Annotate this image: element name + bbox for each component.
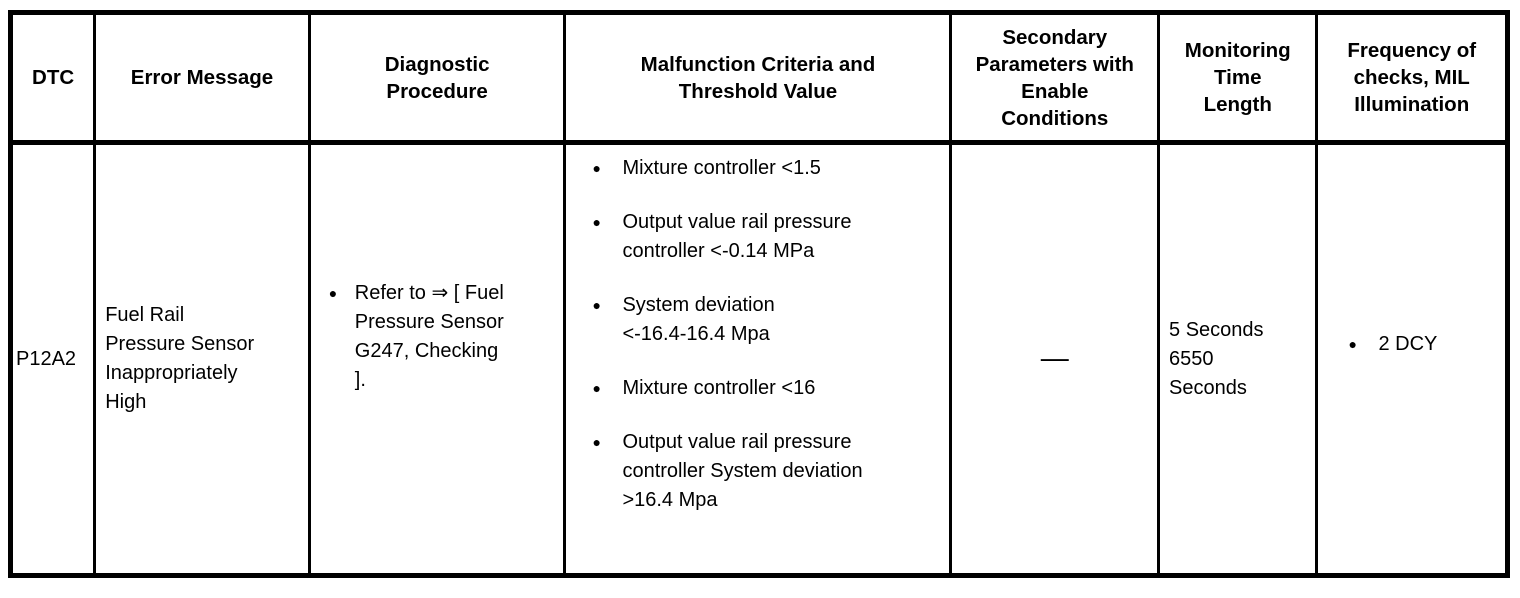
frequency-text: 2 DCY — [1378, 332, 1438, 355]
cell-frequency: ● 2 DCY — [1315, 141, 1509, 577]
col-header-diagnostic-procedure: Diagnostic Procedure — [307, 11, 567, 145]
col-header-dtc: DTC — [8, 11, 97, 145]
criterion-text: Mixture controller <1.5 — [622, 157, 821, 179]
criterion-text: Output value rail pressure controller <-… — [622, 211, 852, 262]
col-header-error-message: Error Message — [93, 11, 311, 145]
cell-monitoring-time: 5 Seconds 6550 Seconds — [1157, 141, 1319, 577]
bullet-icon: ● — [592, 380, 601, 396]
diagnostic-procedure-list: ● Refer to ⇒ [ Fuel Pressure Sensor G247… — [311, 279, 564, 395]
list-item: ● Output value rail pressure controller … — [566, 208, 949, 266]
list-item: ● Mixture controller <16 — [566, 374, 949, 403]
frequency-list: ● 2 DCY — [1318, 330, 1505, 359]
table-row: P12A2 Fuel Rail Pressure Sensor Inapprop… — [8, 141, 1509, 577]
bullet-icon: ● — [592, 297, 601, 313]
diagnostic-procedure-text: Refer to ⇒ [ Fuel Pressure Sensor G247, … — [354, 282, 504, 391]
table-body: P12A2 Fuel Rail Pressure Sensor Inapprop… — [8, 141, 1509, 577]
list-item: ● System deviation <-16.4-16.4 Mpa — [566, 291, 949, 349]
bullet-icon: ● — [592, 214, 601, 230]
col-header-malfunction-criteria: Malfunction Criteria and Threshold Value — [563, 11, 953, 145]
malfunction-criteria-list: ● Mixture controller <1.5 ● Output value… — [566, 154, 949, 515]
list-item: ● Output value rail pressure controller … — [566, 428, 949, 515]
bullet-icon: ● — [592, 160, 601, 176]
bullet-icon: ● — [328, 285, 338, 301]
header-row: DTC Error Message Diagnostic Procedure M… — [8, 11, 1509, 145]
col-header-frequency: Frequency of checks, MIL Illumination — [1315, 11, 1509, 145]
col-header-secondary-parameters: Secondary Parameters with Enable Conditi… — [949, 11, 1161, 145]
table-header: DTC Error Message Diagnostic Procedure M… — [8, 11, 1509, 145]
dtc-table: DTC Error Message Diagnostic Procedure M… — [8, 10, 1510, 578]
cell-malfunction-criteria: ● Mixture controller <1.5 ● Output value… — [563, 141, 953, 577]
bullet-icon: ● — [592, 434, 601, 450]
list-item: ● 2 DCY — [1318, 330, 1505, 359]
criterion-text: Output value rail pressure controller Sy… — [622, 431, 863, 511]
cell-secondary-parameters: — — [949, 141, 1161, 577]
list-item: ● Mixture controller <1.5 — [566, 154, 949, 183]
no-data-dash: — — [1040, 341, 1069, 373]
col-header-monitoring-time: Monitoring Time Length — [1157, 11, 1319, 145]
cell-dtc: P12A2 — [8, 141, 97, 577]
criterion-text: Mixture controller <16 — [622, 377, 816, 399]
cell-diagnostic-procedure: ● Refer to ⇒ [ Fuel Pressure Sensor G247… — [307, 141, 567, 577]
cell-error-message: Fuel Rail Pressure Sensor Inappropriatel… — [93, 141, 311, 577]
list-item: ● Refer to ⇒ [ Fuel Pressure Sensor G247… — [311, 279, 564, 395]
bullet-icon: ● — [1348, 335, 1357, 352]
criterion-text: System deviation <-16.4-16.4 Mpa — [622, 294, 775, 345]
